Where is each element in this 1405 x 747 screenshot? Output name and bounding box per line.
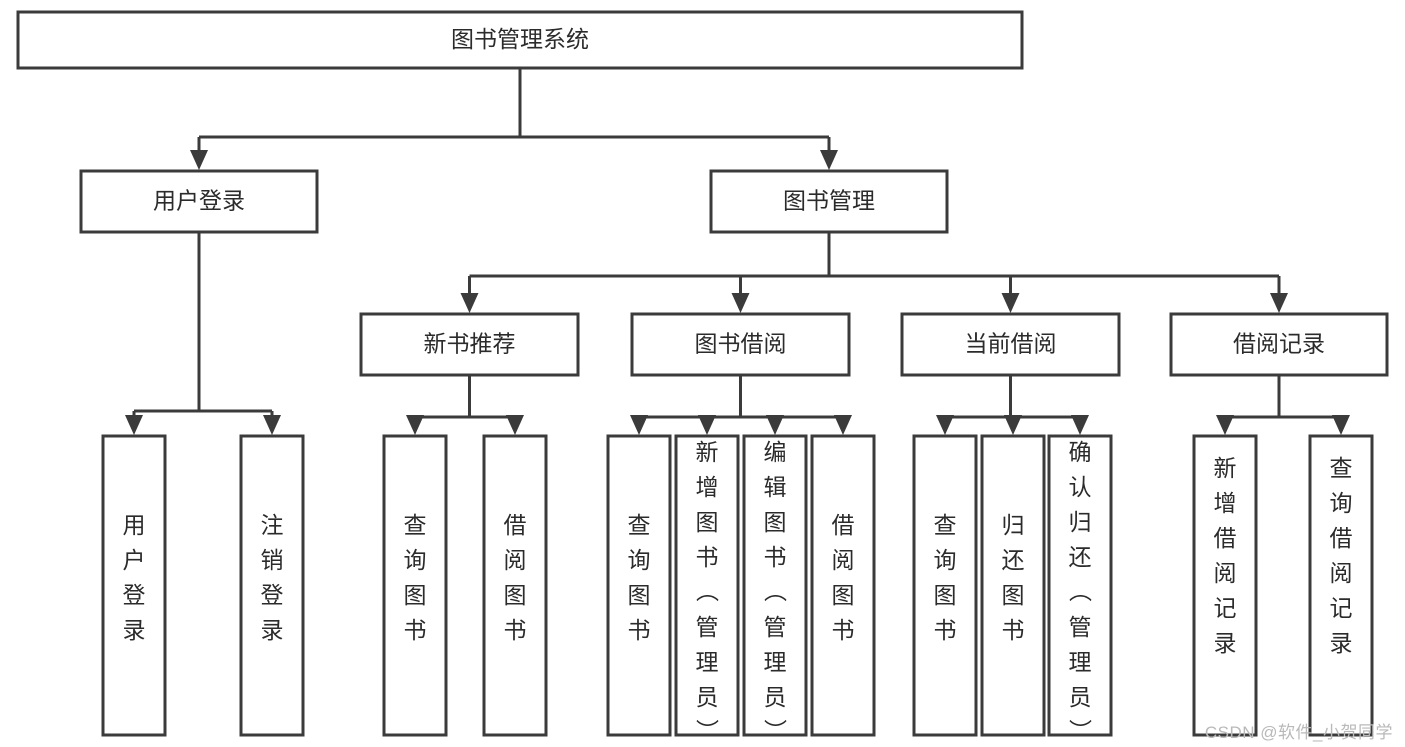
leaf-node-label: 新增图书（管理员） [696, 439, 720, 745]
diagram-nodes: 图书管理系统用户登录图书管理新书推荐图书借阅当前借阅借阅记录用户登录注销登录查询… [16, 10, 1389, 745]
leaf-node-label: 查询图书 [404, 512, 427, 643]
arrow-head [1270, 293, 1288, 313]
arrow-head [190, 150, 208, 170]
node-rect [1047, 434, 1113, 737]
node-label: 借阅记录 [1233, 331, 1325, 357]
node-rect [606, 434, 672, 737]
node-rect [359, 312, 580, 377]
node-rect [674, 434, 740, 737]
node-rect [630, 312, 851, 377]
node-rect [79, 169, 319, 234]
leaf-node-label: 确认归还（管理员） [1069, 439, 1093, 745]
leaf-node-label: 新增借阅记录 [1214, 455, 1237, 656]
level3-node-新书推荐[interactable]: 新书推荐 [359, 312, 580, 377]
leaf-node-label: 编辑图书（管理员） [764, 439, 788, 745]
leaf-node-node-归还图书-9[interactable]: 归还图书 [980, 434, 1046, 737]
arrow-head [1004, 415, 1022, 435]
leaf-node-node-查询图书-2[interactable]: 查询图书 [382, 434, 448, 737]
leaf-node-node-查询借阅记录-12[interactable]: 查询借阅记录 [1308, 434, 1374, 737]
node-rect [239, 434, 305, 737]
arrow-head [834, 415, 852, 435]
level2-node-图书管理[interactable]: 图书管理 [709, 169, 949, 234]
arrow-head [820, 150, 838, 170]
node-rect [1308, 434, 1374, 737]
arrow-head [506, 415, 524, 435]
arrow-head [731, 293, 750, 313]
level3-node-借阅记录[interactable]: 借阅记录 [1169, 312, 1389, 377]
node-label: 图书借阅 [695, 331, 787, 357]
leaf-node-node-确认归还管理员-10[interactable]: 确认归还（管理员） [1047, 434, 1113, 745]
arrow-head [406, 415, 424, 435]
leaf-node-node-新增借阅记录-11[interactable]: 新增借阅记录 [1192, 434, 1258, 737]
node-rect [810, 434, 876, 737]
arrow-head [125, 415, 143, 435]
root-node-图书管理系统[interactable]: 图书管理系统 [16, 10, 1024, 70]
node-label: 当前借阅 [965, 331, 1057, 357]
arrow-head [263, 415, 281, 435]
leaf-node-node-借阅图书-7[interactable]: 借阅图书 [810, 434, 876, 737]
leaf-node-node-查询图书-4[interactable]: 查询图书 [606, 434, 672, 737]
node-rect [709, 169, 949, 234]
leaf-node-label: 归还图书 [1002, 512, 1025, 643]
node-rect [1192, 434, 1258, 737]
node-rect [101, 434, 167, 737]
node-rect [16, 10, 1024, 70]
leaf-node-node-借阅图书-3[interactable]: 借阅图书 [482, 434, 548, 737]
leaf-node-label: 注销登录 [261, 512, 284, 643]
node-rect [742, 434, 808, 737]
arrow-head [460, 293, 479, 313]
node-rect [912, 434, 978, 737]
node-rect [980, 434, 1046, 737]
node-label: 用户登录 [153, 188, 245, 214]
arrow-head [1332, 415, 1350, 435]
leaf-node-label: 借阅图书 [504, 512, 527, 643]
node-rect [900, 312, 1121, 377]
arrow-head [630, 415, 648, 435]
node-label: 图书管理 [783, 188, 875, 214]
arrow-head [1071, 415, 1089, 435]
arrow-head [698, 415, 716, 435]
arrow-head [766, 415, 784, 435]
node-label: 新书推荐 [424, 331, 516, 357]
leaf-node-node-注销登录-1[interactable]: 注销登录 [239, 434, 305, 737]
level3-node-图书借阅[interactable]: 图书借阅 [630, 312, 851, 377]
node-rect [382, 434, 448, 737]
leaf-node-node-新增图书管理员-5[interactable]: 新增图书（管理员） [674, 434, 740, 745]
node-label: 图书管理系统 [451, 26, 589, 52]
leaf-node-node-用户登录-0[interactable]: 用户登录 [101, 434, 167, 737]
leaf-node-node-编辑图书管理员-6[interactable]: 编辑图书（管理员） [742, 434, 808, 745]
level3-node-当前借阅[interactable]: 当前借阅 [900, 312, 1121, 377]
level2-node-用户登录[interactable]: 用户登录 [79, 169, 319, 234]
arrow-head [1001, 293, 1020, 313]
leaf-node-label: 查询借阅记录 [1330, 455, 1353, 656]
leaf-node-label: 查询图书 [628, 512, 651, 643]
leaf-node-node-查询图书-8[interactable]: 查询图书 [912, 434, 978, 737]
leaf-node-label: 用户登录 [123, 512, 146, 643]
leaf-node-label: 借阅图书 [832, 512, 855, 643]
arrow-head [936, 415, 954, 435]
node-rect [1169, 312, 1389, 377]
leaf-node-label: 查询图书 [934, 512, 957, 643]
watermark-label: CSDN @软件_小贺同学 [1204, 723, 1393, 742]
arrow-head [1216, 415, 1234, 435]
node-rect [482, 434, 548, 737]
connector-edges [125, 68, 1350, 435]
